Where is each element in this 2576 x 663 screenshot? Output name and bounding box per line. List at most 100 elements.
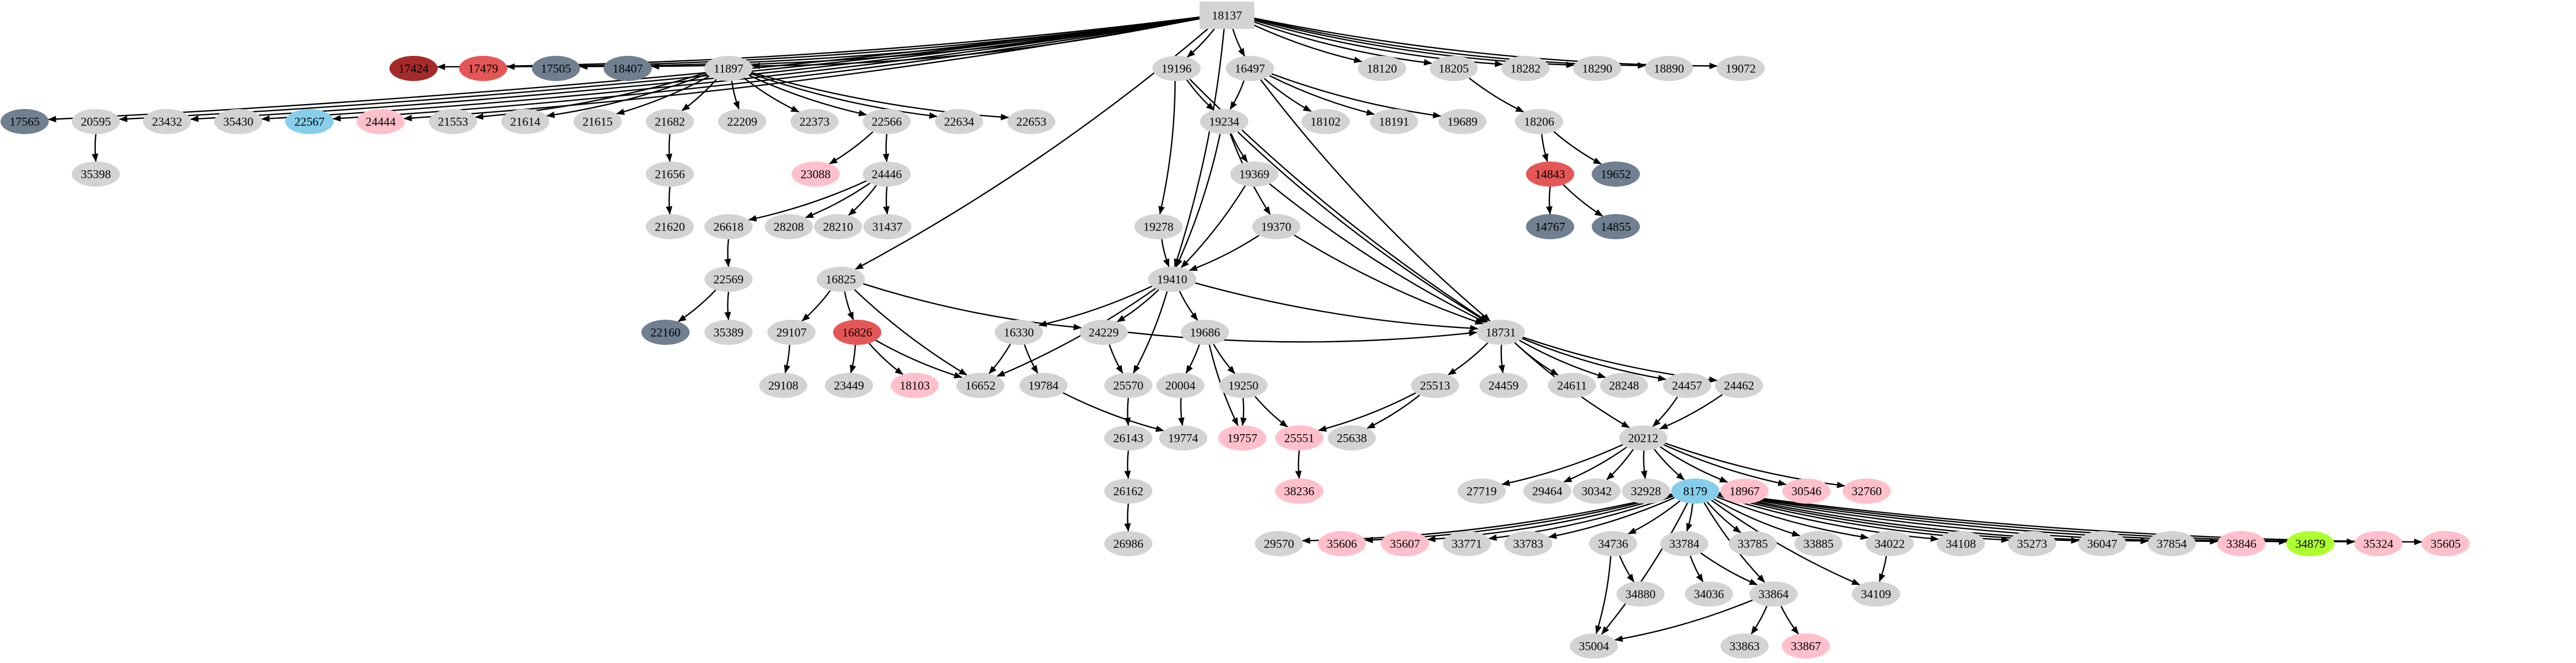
- graph-node-33846: 33846: [2217, 531, 2265, 556]
- node-label: 26143: [1114, 431, 1144, 445]
- node-label: 19250: [1229, 379, 1259, 393]
- graph-node-21615: 21615: [573, 109, 622, 134]
- node-label: 22567: [295, 115, 325, 129]
- node-ellipse: [1230, 162, 1278, 187]
- node-label: 29108: [768, 379, 799, 393]
- graph-node-17479: 17479: [459, 56, 507, 81]
- graph-node-37854: 37854: [2148, 531, 2196, 556]
- edge-19410-16652: [996, 287, 1156, 377]
- node-label: 19278: [1144, 220, 1174, 234]
- graph-node-16497: 16497: [1226, 56, 1274, 81]
- node-ellipse: [2422, 531, 2470, 556]
- edge-19369-19410: [1180, 185, 1246, 268]
- edge-34022-34109: [1879, 556, 1887, 583]
- node-label: 25638: [1337, 431, 1367, 445]
- node-ellipse: [646, 162, 694, 187]
- node-label: 19369: [1240, 168, 1270, 181]
- graph-node-11897: 11897: [704, 56, 753, 81]
- edge-8179-34022: [1716, 496, 1869, 540]
- edge-20004-19774: [1178, 397, 1185, 426]
- edge-16826-23449: [850, 344, 856, 374]
- node-label: 19410: [1157, 273, 1187, 286]
- node-label: 29107: [777, 326, 807, 339]
- graph-node-25551: 25551: [1275, 425, 1323, 451]
- graph-node-19196: 19196: [1152, 56, 1201, 81]
- graph-node-18191: 18191: [1370, 109, 1418, 134]
- node-ellipse: [1370, 109, 1418, 134]
- node-label: 35324: [2363, 537, 2394, 551]
- graph-node-35273: 35273: [2008, 531, 2056, 556]
- node-label: 20212: [1628, 431, 1659, 445]
- node-label: 26162: [1114, 485, 1144, 498]
- graph-node-22373: 22373: [790, 109, 839, 134]
- edge-8179-34736: [1627, 500, 1680, 535]
- graph-node-30546: 30546: [1782, 478, 1831, 504]
- node-ellipse: [641, 320, 690, 345]
- node-label: 33784: [1669, 537, 1700, 551]
- node-ellipse: [1104, 425, 1152, 451]
- node-label: 22653: [1017, 115, 1047, 129]
- edge-18731-24459: [1498, 344, 1505, 373]
- edge-19234-19410: [1175, 134, 1221, 268]
- edge-11897-21682: [681, 79, 717, 112]
- graph-node-16330: 16330: [995, 320, 1043, 345]
- node-label: 37854: [2157, 537, 2187, 551]
- node-ellipse: [1301, 109, 1350, 134]
- graph-node-19410: 19410: [1148, 267, 1196, 292]
- graph-node-24457: 24457: [1663, 373, 1711, 398]
- graph-node-14767: 14767: [1526, 214, 1574, 239]
- edge-19250-25551: [1254, 396, 1288, 428]
- edge-18137-18205: [1251, 20, 1432, 66]
- node-label: 21620: [655, 220, 685, 234]
- edge-24446-28210: [848, 185, 877, 216]
- node-ellipse: [825, 373, 873, 398]
- node-label: 17565: [10, 115, 40, 129]
- node-label: 20595: [81, 115, 111, 129]
- graph-node-17424: 17424: [389, 56, 438, 81]
- edge-19410-16330: [1038, 285, 1152, 327]
- edge-16825-16652: [854, 289, 967, 376]
- edge-33784-33864: [1700, 552, 1758, 586]
- node-label: 34736: [1598, 537, 1628, 551]
- node-label: 22209: [727, 115, 758, 129]
- edge-19196-19234: [1186, 79, 1215, 111]
- edge-34736-35004: [1595, 556, 1611, 635]
- graph-node-26162: 26162: [1104, 478, 1152, 504]
- graph-node-24462: 24462: [1715, 373, 1763, 398]
- node-label: 35430: [223, 115, 254, 129]
- graph-node-18731: 18731: [1477, 320, 1525, 345]
- node-ellipse: [604, 56, 652, 81]
- edge-20212-32928: [1640, 450, 1648, 479]
- node-label: 22160: [651, 326, 681, 339]
- node-label: 20004: [1166, 379, 1196, 393]
- edge-20595-35398: [91, 134, 99, 162]
- edge-19370-18731: [1294, 234, 1484, 325]
- graph-node-34022: 34022: [1866, 531, 1914, 556]
- node-ellipse: [2148, 531, 2196, 556]
- graph-node-19784: 19784: [1019, 373, 1068, 398]
- node-ellipse: [72, 109, 120, 134]
- graph-node-19369: 19369: [1230, 162, 1278, 187]
- node-label: 33783: [1513, 537, 1544, 551]
- edge-24229-25570: [1109, 344, 1123, 374]
- graph-node-28208: 28208: [765, 214, 813, 239]
- edge-16826-18103: [868, 343, 904, 375]
- edge-16825-29107: [801, 290, 831, 322]
- node-ellipse: [1156, 373, 1204, 398]
- node-ellipse: [995, 320, 1043, 345]
- graph-node-18102: 18102: [1301, 109, 1350, 134]
- node-label: 29570: [1264, 537, 1294, 551]
- node-ellipse: [718, 109, 766, 134]
- edge-19410-19686: [1179, 291, 1198, 321]
- graph-node-19757: 19757: [1218, 425, 1266, 451]
- node-ellipse: [573, 109, 622, 134]
- node-ellipse: [1318, 531, 1366, 556]
- edge-8179-35004: [1601, 503, 1688, 635]
- node-ellipse: [389, 56, 438, 81]
- node-ellipse: [1720, 478, 1769, 504]
- node-label: 16825: [826, 273, 856, 286]
- node-label: 32760: [1852, 485, 1882, 498]
- node-ellipse: [1479, 373, 1528, 398]
